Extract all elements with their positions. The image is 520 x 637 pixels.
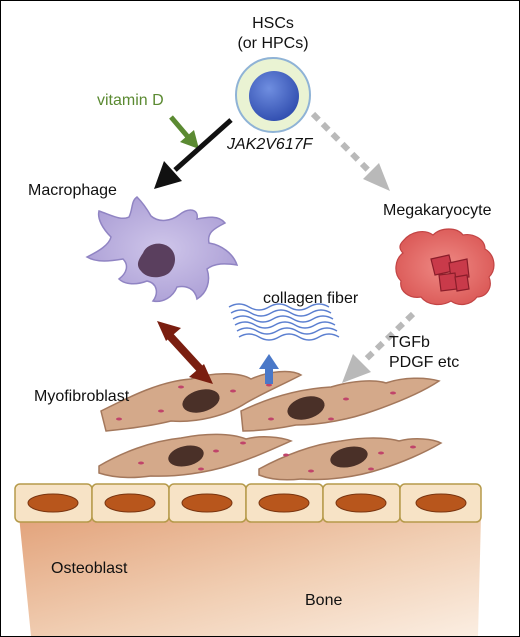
hsc-to-megakaryocyte-arrow xyxy=(310,111,390,191)
vitamin-d-label: vitamin D xyxy=(97,92,164,109)
myofibroblast-cell-icon xyxy=(98,370,443,481)
megakaryocyte-label: Megakaryocyte xyxy=(383,202,492,219)
bone-region xyxy=(19,516,481,636)
myofibroblast-label: Myofibroblast xyxy=(34,388,130,405)
pdgf-label: PDGF etc xyxy=(389,354,460,371)
vitamin-d-arrow xyxy=(169,115,199,149)
tgfb-label: TGFb xyxy=(389,334,430,351)
hsc-to-macrophage-arrow xyxy=(154,118,233,189)
hsc-label-line1: HSCs xyxy=(252,15,294,32)
megakaryocyte-to-myofibroblast-arrow xyxy=(342,311,416,383)
collagen-up-arrow xyxy=(259,354,279,384)
megakaryocyte-cell-icon xyxy=(395,228,495,306)
osteoblast-nuclei xyxy=(27,493,467,513)
bone-label: Bone xyxy=(305,592,343,609)
macrophage-myofibroblast-arrow xyxy=(157,321,213,384)
macrophage-cell-icon xyxy=(85,196,239,303)
collagen-label: collagen fiber xyxy=(263,290,359,307)
macrophage-label: Macrophage xyxy=(28,182,117,199)
osteoblast-row xyxy=(14,483,482,523)
hsc-cell-icon xyxy=(235,57,311,133)
osteoblast-label: Osteoblast xyxy=(51,560,128,577)
hsc-label-line2: (or HPCs) xyxy=(237,35,309,52)
jak2-label: JAK2V617F xyxy=(227,136,313,153)
collagen-fiber-icon xyxy=(228,303,340,341)
